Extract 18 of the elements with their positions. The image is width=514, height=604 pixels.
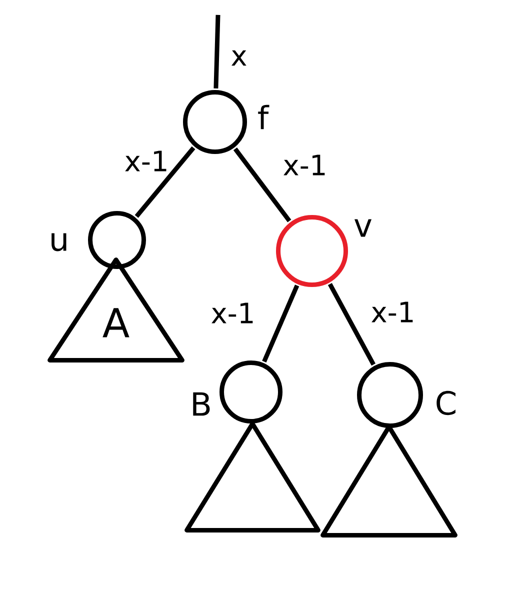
- edge-label: x-1: [125, 150, 166, 172]
- tree-edge: [262, 284, 300, 363]
- node-label: u: [52, 232, 66, 252]
- edge-label: x: [232, 50, 246, 66]
- node-label: B: [193, 392, 210, 416]
- node-label: v: [354, 219, 372, 237]
- tree-edge: [214, 14, 220, 88]
- subtree-triangle: [320, 424, 458, 538]
- edge-label: x-1: [372, 302, 413, 322]
- subtree-triangle: A: [48, 258, 184, 362]
- tree-edge: [233, 148, 292, 222]
- tree-edge: [134, 146, 196, 218]
- edge-label: x-1: [212, 302, 253, 324]
- node-label: C: [436, 390, 456, 416]
- edge-label: x-1: [284, 154, 325, 176]
- tree-edge: [328, 282, 376, 366]
- subtree-triangle: [184, 422, 320, 532]
- node-label: f: [258, 104, 270, 130]
